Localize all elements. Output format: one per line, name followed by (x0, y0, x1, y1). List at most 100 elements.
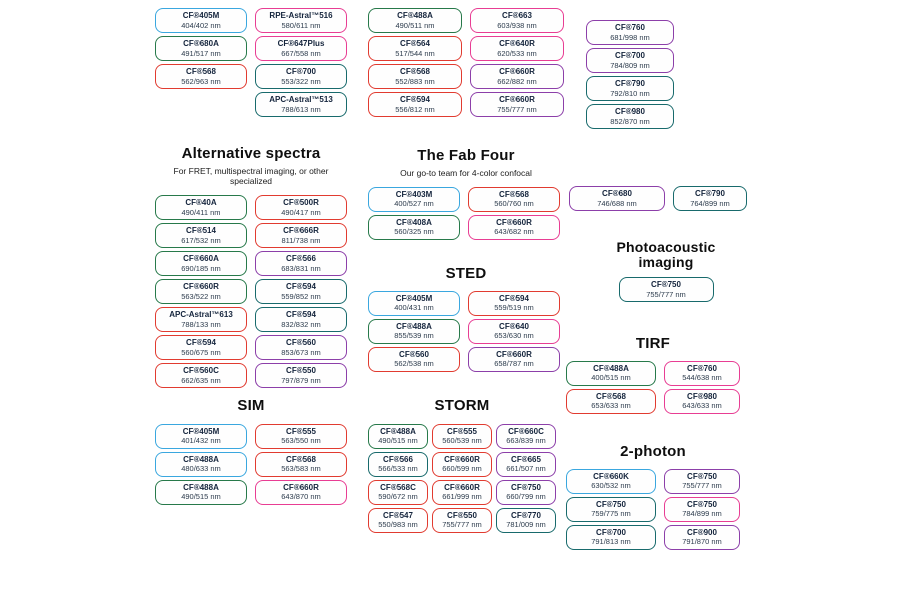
dye-name: CF®405M (182, 426, 220, 436)
dye-name: CF®405M (182, 11, 220, 21)
section-title: SIM (237, 397, 265, 414)
dye-wavelengths: 480/633 nm (181, 464, 221, 474)
dye-wavelengths: 563/550 nm (281, 436, 321, 446)
dye-wavelengths: 562/538 nm (394, 359, 434, 369)
dye-wavelengths: 643/682 nm (494, 227, 534, 237)
dye-name: CF®750 (687, 499, 717, 509)
dye-name: CF®594 (400, 95, 430, 105)
dye-wavelengths: 683/831 nm (281, 263, 321, 273)
dye-wavelengths: 562/963 nm (181, 76, 221, 86)
dye-name: CF®750 (596, 499, 626, 509)
dye-name: CF®640 (499, 321, 529, 331)
dye-name: CF®560 (399, 349, 429, 359)
dye-name: CF®647Plus (277, 39, 325, 49)
section-title: 2-photon (620, 443, 686, 460)
dye-wavelengths: 643/870 nm (281, 492, 321, 502)
dye-wavelengths: 630/532 nm (591, 481, 631, 491)
dye-name: CF®594 (286, 310, 316, 320)
dye-wavelengths: 560/675 nm (181, 347, 221, 357)
dye-wavelengths: 490/515 nm (378, 436, 418, 446)
dye-name: CF®547 (383, 510, 413, 520)
dye-wavelengths: 667/558 nm (281, 48, 321, 58)
dye-wavelengths: 662/635 nm (181, 375, 221, 385)
dye-name: CF®568 (186, 67, 216, 77)
section-title: The Fab Four (417, 147, 515, 164)
dye-name: CF®594 (186, 338, 216, 348)
dye-wavelengths: 556/812 nm (395, 104, 435, 114)
dye-name: CF®514 (186, 226, 216, 236)
dye-wavelengths: 852/870 nm (610, 116, 650, 126)
dye-name: APC-Astral™513 (269, 95, 333, 105)
dye-name: CF®660C (508, 426, 544, 436)
dye-wavelengths: 661/999 nm (442, 492, 482, 502)
section-title: STED (445, 265, 487, 282)
dye-name: CF®790 (695, 189, 725, 199)
dye-name: CF®568 (499, 189, 529, 199)
dye-name: CF®680 (602, 189, 632, 199)
dye-name: CF®660A (183, 254, 219, 264)
dye-wavelengths: 690/185 nm (181, 263, 221, 273)
dye-wavelengths: 681/998 nm (610, 32, 650, 42)
dye-name: CF®770 (511, 510, 541, 520)
dye-wavelengths: 643/633 nm (682, 401, 722, 411)
dye-name: CF®750 (651, 279, 681, 289)
dye-name: CF®660R (444, 482, 480, 492)
dye-wavelengths: 653/630 nm (494, 331, 534, 341)
section-title: TIRF (635, 335, 671, 352)
dye-wavelengths: 653/633 nm (591, 401, 631, 411)
section-title: Photoacoustic imaging (616, 239, 716, 271)
dye-name: CF®488A (396, 321, 432, 331)
dye-name: CF®488A (380, 426, 416, 436)
dye-name: CF®500R (283, 198, 319, 208)
dye-name: CF®594 (499, 293, 529, 303)
dye-name: CF®660R (183, 282, 219, 292)
dye-name: RPE-Astral™516 (269, 11, 333, 21)
dye-name: CF®566 (286, 254, 316, 264)
dye-name: CF®566 (383, 454, 413, 464)
dye-wavelengths: 400/431 nm (394, 303, 434, 313)
dye-wavelengths: 788/133 nm (181, 319, 221, 329)
dye-name: CF®660R (496, 217, 532, 227)
dye-name: CF®568 (286, 454, 316, 464)
dye-name: CF®700 (615, 51, 645, 61)
dye-name: CF®568C (380, 482, 416, 492)
